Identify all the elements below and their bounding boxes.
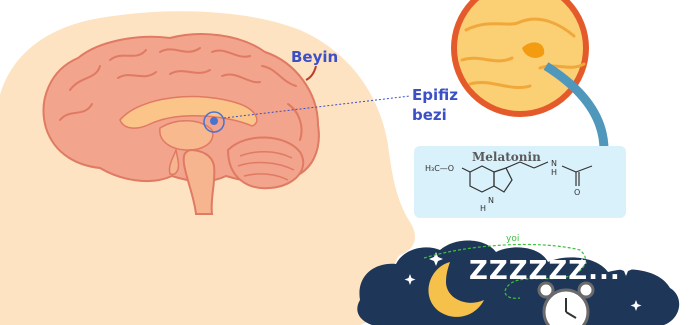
carbonyl-oxygen: O bbox=[574, 188, 580, 197]
gland-label-line2: bezi bbox=[412, 106, 447, 125]
scribble-note: yoi bbox=[506, 234, 519, 244]
methoxy-group: H₃C—O bbox=[425, 164, 454, 173]
brain-label: Beyin bbox=[291, 48, 338, 67]
pineal-gland-dot bbox=[210, 117, 218, 125]
indole-hydrogen: H bbox=[480, 204, 486, 213]
amide-nitrogen: N bbox=[551, 159, 557, 168]
gland-label-line1: Epifiz bbox=[412, 86, 458, 105]
amide-hydrogen: H bbox=[551, 168, 557, 177]
indole-nitrogen: N bbox=[488, 196, 494, 205]
sleep-text: ZZZZZZ... bbox=[469, 256, 621, 286]
melatonin-title: Melatonin bbox=[472, 150, 541, 164]
